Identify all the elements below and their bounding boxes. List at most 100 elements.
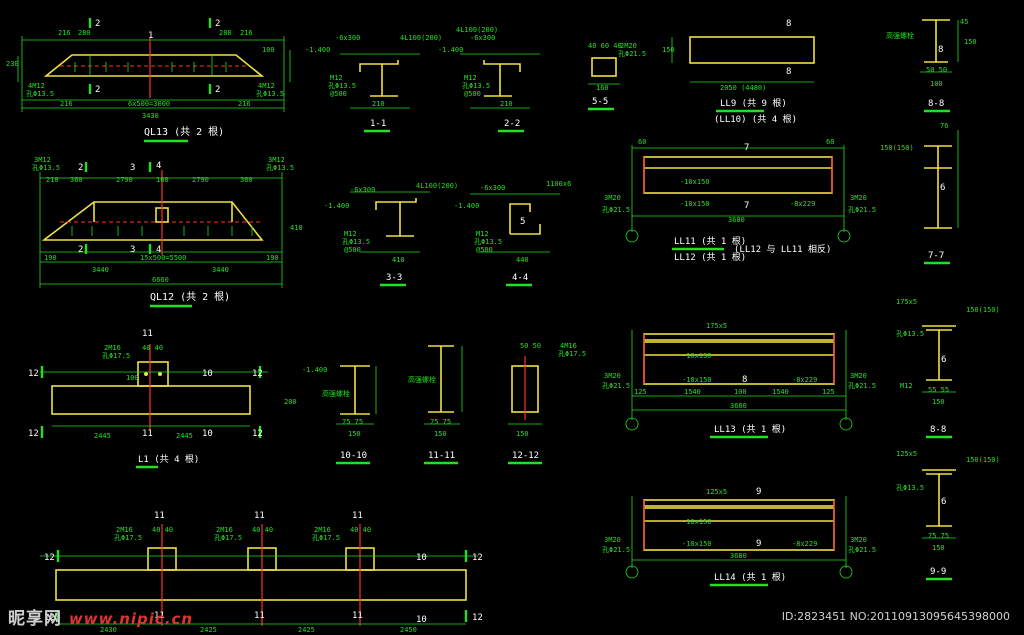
s88b-w: 150: [932, 398, 945, 406]
ll14-length: 3680: [730, 552, 747, 560]
s1111-d: 75 75: [430, 418, 451, 426]
s44-mark: 5: [520, 217, 525, 227]
ll13-beam-view: 175x5 -10x150 -10x150 -8x229 8 3M20 孔Φ21…: [602, 322, 876, 439]
s11-elev: -1.400: [305, 46, 330, 54]
s22-plate: -6x300: [470, 34, 495, 42]
s88b-mark: 6: [941, 355, 946, 365]
s99-hole: 孔Φ13.5: [896, 484, 924, 492]
s55-width: 160: [596, 84, 609, 92]
s88b-caption: 8-8: [930, 425, 946, 435]
ll14-beam-view: 125x5 9 -10x150 -10x150 -8x229 9 3M20 孔Φ…: [602, 487, 876, 587]
s11-pitch: @500: [330, 90, 347, 98]
ql13-hole-left: 孔Φ13.5: [26, 90, 54, 98]
section-11-11: 高强螺栓 75 75 150 11-11: [408, 345, 463, 465]
l1-caption: L1 (共 4 根): [138, 453, 199, 465]
ql13-hole-right: 孔Φ13.5: [256, 90, 284, 98]
ll9-height: 150: [662, 46, 675, 54]
ql12-total: 6660: [152, 276, 169, 284]
ql13-sec-mark-bottom-right: 2: [215, 85, 220, 95]
ll13-d1540-r: 1540: [772, 388, 789, 396]
ql12-mark-3-bot: 3: [130, 245, 135, 255]
ql13-caption: QL13 (共 2 根): [144, 125, 224, 138]
s1111-caption: 11-11: [428, 451, 455, 461]
s44-angle: 1100x6: [546, 180, 571, 188]
ql13-sec-mark-bottom-left: 2: [95, 85, 100, 95]
ql13-beam-view: 2 2 1 2 2 216 280 280 216 230 100 4M12 孔…: [6, 18, 291, 143]
s11-plate: -6x300: [335, 34, 360, 42]
s88b-bolt: M12: [900, 382, 913, 390]
ll13-d125-r: 125: [822, 388, 835, 396]
ll13-flange-b: -10x150: [682, 376, 712, 384]
l1-mark-12-tr: 12: [252, 369, 263, 379]
ql12-dim-2790: 2790: [116, 176, 133, 184]
s99-caption: 9-9: [930, 567, 946, 577]
ql12-dim-3440: 3440: [92, 266, 109, 274]
ll14-hole-r: 孔Φ21.5: [848, 546, 876, 554]
l1-beam-view: 11 11 10 10 12 12 12 12 2M16 孔Φ17.5 40 4…: [28, 329, 327, 469]
s99-pl: 150(150): [966, 456, 1000, 464]
ll11-d60-l: 60: [638, 138, 646, 146]
ql12-dim-410: 410: [290, 224, 303, 232]
s77-plate: 150(150): [880, 144, 914, 152]
l1-mark-10-top: 10: [202, 369, 213, 379]
ll13-hole-r: 孔Φ21.5: [848, 382, 876, 390]
l1-mark-11-top: 11: [142, 329, 153, 339]
s55-bolts: 2M20: [620, 42, 637, 50]
l1-bolts: 2M16: [104, 344, 121, 352]
s99-mark: 6: [941, 497, 946, 507]
ql13-dim-230: 230: [6, 60, 19, 68]
ll14-caption: LL14 (共 1 根): [714, 571, 786, 583]
ll13-web: -8x229: [792, 376, 817, 384]
s1010-note: 高强螺栓: [322, 389, 350, 398]
section-2-2: -1.400 -6x300 4L100(200) M12 孔Φ13.5 @500…: [438, 26, 540, 133]
ql12-dim-360: 360: [70, 176, 83, 184]
s22-angle: 4L100(200): [456, 26, 498, 34]
ll13-plate: 175x5: [706, 322, 727, 330]
ll14-mark-top: 9: [756, 487, 761, 497]
ql12-dim-360b: 360: [240, 176, 253, 184]
ql12-dim-190: 190: [44, 254, 57, 262]
s1212-hole: 孔Φ17.5: [558, 350, 586, 358]
l2-hole-b: 孔Φ17.5: [214, 534, 242, 542]
l2-hole-a: 孔Φ17.5: [114, 534, 142, 542]
ll13-hole-l: 孔Φ21.5: [602, 382, 630, 390]
l1-mark-10-bot: 10: [202, 429, 213, 439]
section-1-1: -1.400 -6x300 4L100(200) M12 孔Φ13.5 @500…: [305, 34, 442, 133]
l2-mark-12-br: 12: [472, 613, 483, 623]
l2-mark-12-tl: 12: [44, 553, 55, 563]
ql13-dim-216b: 216: [240, 29, 253, 37]
l2-mark-10-bot: 10: [416, 615, 427, 625]
ql13-bolts-right: 4M12: [258, 82, 275, 90]
section-9-9: 6 125x5 150(150) 孔Φ13.5 75 75 150 9-9: [896, 450, 1000, 581]
ql13-sec-mark-top-right: 2: [215, 19, 220, 29]
s77-d: 76: [940, 122, 948, 130]
ql13-dim-100: 100: [262, 46, 275, 54]
section-5-5: 40 60 40 2M20 孔Φ21.5 160 5-5: [588, 42, 646, 111]
section-8-8-top: 8 高强螺栓 45 150 50 50 100 8-8: [886, 18, 977, 113]
section-8-8-mid: 6 175x5 150(150) 孔Φ13.5 M12 55 55 150 8-…: [896, 298, 1000, 439]
s11-width: 210: [372, 100, 385, 108]
l1-mark-12-br: 12: [252, 429, 263, 439]
ll9-mark-top: 8: [786, 19, 791, 29]
section-3-3: -1.400 -6x300 4L100(200) M12 孔Φ13.5 @500…: [324, 182, 458, 287]
ql12-dim-210: 210: [46, 176, 59, 184]
ll11-flange: -10x150: [680, 178, 710, 186]
ll14-mark-bot: 9: [756, 539, 761, 549]
s33-elev: -1.400: [324, 202, 349, 210]
ql12-dim-160: 160: [156, 176, 169, 184]
l1-mark-12-bl: 12: [28, 429, 39, 439]
s77-caption: 7-7: [928, 251, 944, 261]
ql13-sec-mark-top-left: 2: [95, 19, 100, 29]
ll11-length: 3680: [728, 216, 745, 224]
ql12-mark-4-top: 4: [156, 161, 161, 171]
ql12-spacing: 15x500=5500: [140, 254, 186, 262]
s88a-d3: 50 50: [926, 66, 947, 74]
s22-hole: 孔Φ13.5: [462, 82, 490, 90]
s11-bolt: M12: [330, 74, 343, 82]
ll9-beam-view: 8 8 150 2050 (4480) LL9 (共 9 根) (LL10) (…: [662, 19, 815, 125]
l1-d40: 40 40: [142, 344, 163, 352]
s88b-pl: 150(150): [966, 306, 1000, 314]
l2-bolts-c: 2M16: [314, 526, 331, 534]
s44-caption: 4-4: [512, 273, 528, 283]
ll11-caption: LL11 (共 1 根): [674, 235, 746, 247]
